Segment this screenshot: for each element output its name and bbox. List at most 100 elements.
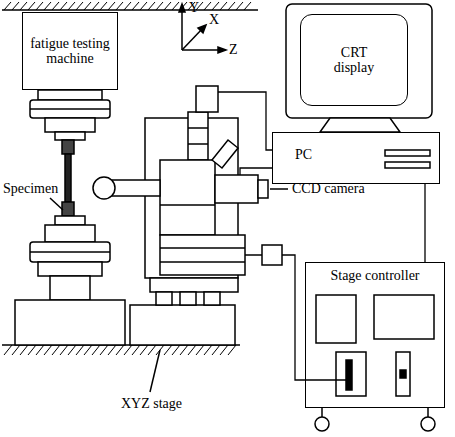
motor-box xyxy=(262,245,282,265)
specimen-bar xyxy=(62,140,74,154)
axis-arrow xyxy=(198,25,206,33)
objective-tube xyxy=(112,180,160,196)
signal-cable xyxy=(424,184,425,262)
hatching xyxy=(108,345,116,355)
eyepiece xyxy=(212,140,238,168)
apparatus-illustration xyxy=(2,4,435,431)
hatching xyxy=(236,2,243,10)
hatching xyxy=(68,345,76,355)
hatching xyxy=(124,2,131,10)
hatching xyxy=(60,2,67,10)
hatching xyxy=(212,345,220,355)
upper-grip xyxy=(55,132,85,140)
stage-pedestal xyxy=(130,305,235,345)
upper-grip xyxy=(38,90,102,100)
microscope-column xyxy=(188,127,208,129)
lower-grip xyxy=(30,242,110,262)
hatching xyxy=(180,345,188,355)
sensor-box xyxy=(196,86,218,112)
stage-slide xyxy=(160,247,245,249)
hatching xyxy=(44,345,52,355)
hatching xyxy=(124,345,132,355)
axis-line xyxy=(182,28,203,50)
hatching xyxy=(116,345,124,355)
signal-wire xyxy=(218,92,272,150)
hatching xyxy=(228,345,236,355)
hatching xyxy=(4,345,12,355)
lower-grip xyxy=(30,251,110,253)
controller-slot xyxy=(396,352,410,396)
axis-label: Z xyxy=(228,42,239,57)
ccd-camera-body xyxy=(258,180,268,198)
node-text: PC xyxy=(295,147,312,162)
microscope-body xyxy=(160,204,215,206)
lower-grip xyxy=(55,216,85,225)
drive-slot xyxy=(385,162,430,168)
drive-slot xyxy=(385,150,430,156)
hatching xyxy=(12,345,20,355)
hatching xyxy=(28,345,36,355)
hatching xyxy=(76,2,83,10)
hatching xyxy=(212,2,219,10)
controller-slot xyxy=(400,370,406,378)
hatching xyxy=(116,2,123,10)
hatching xyxy=(188,345,196,355)
controller-wheel xyxy=(421,417,435,431)
hatching xyxy=(228,2,235,10)
hatching xyxy=(28,2,35,10)
controller-leg xyxy=(321,408,323,417)
hatching xyxy=(20,345,28,355)
hatching xyxy=(156,2,163,10)
axis-label: Y xyxy=(188,0,200,15)
leader-line xyxy=(50,198,63,210)
stage-slide xyxy=(160,235,245,275)
hatching xyxy=(164,2,171,10)
hatching xyxy=(132,2,139,10)
upper-grip xyxy=(45,118,95,132)
leader-line xyxy=(150,350,160,392)
stage-slide xyxy=(160,261,245,263)
stage-foot xyxy=(204,292,220,305)
part-label: Specimen xyxy=(2,181,59,196)
hatching xyxy=(132,345,140,355)
hatching xyxy=(52,2,59,10)
hatching xyxy=(140,345,148,355)
part-label: XYZ stage xyxy=(120,396,183,411)
hatching xyxy=(12,2,19,10)
hatching xyxy=(76,345,84,355)
axis-line xyxy=(182,49,222,51)
specimen-bar xyxy=(65,154,71,202)
device-box: fatigue testing machine xyxy=(22,12,118,90)
upper-grip xyxy=(30,100,110,118)
lower-grip xyxy=(38,262,102,276)
hatching xyxy=(164,345,172,355)
hatching xyxy=(148,2,155,10)
hatching xyxy=(60,345,68,355)
monitor-stand xyxy=(320,118,400,132)
device-box: Stage controller xyxy=(305,262,445,408)
upper-grip xyxy=(30,108,110,110)
hatching xyxy=(204,2,211,10)
controller-wheel xyxy=(315,417,329,431)
hatching xyxy=(108,2,115,10)
hatching xyxy=(244,2,251,10)
hatching xyxy=(140,2,147,10)
axis-label: X xyxy=(208,12,220,27)
stage-foot xyxy=(180,292,196,305)
ceiling-line xyxy=(2,9,258,11)
stage-foot xyxy=(156,292,172,305)
objective-lens xyxy=(93,177,115,199)
hatching xyxy=(84,345,92,355)
axis-arrow xyxy=(179,4,185,12)
hatching xyxy=(204,345,212,355)
hatching xyxy=(68,2,75,10)
hatching xyxy=(84,2,91,10)
node-text: Stage controller xyxy=(330,268,419,283)
axis-arrow xyxy=(218,47,226,53)
hatching xyxy=(172,345,180,355)
hatching xyxy=(100,2,107,10)
hatching xyxy=(4,2,251,355)
device-box: PC xyxy=(272,132,440,184)
controller-panel xyxy=(316,295,356,343)
